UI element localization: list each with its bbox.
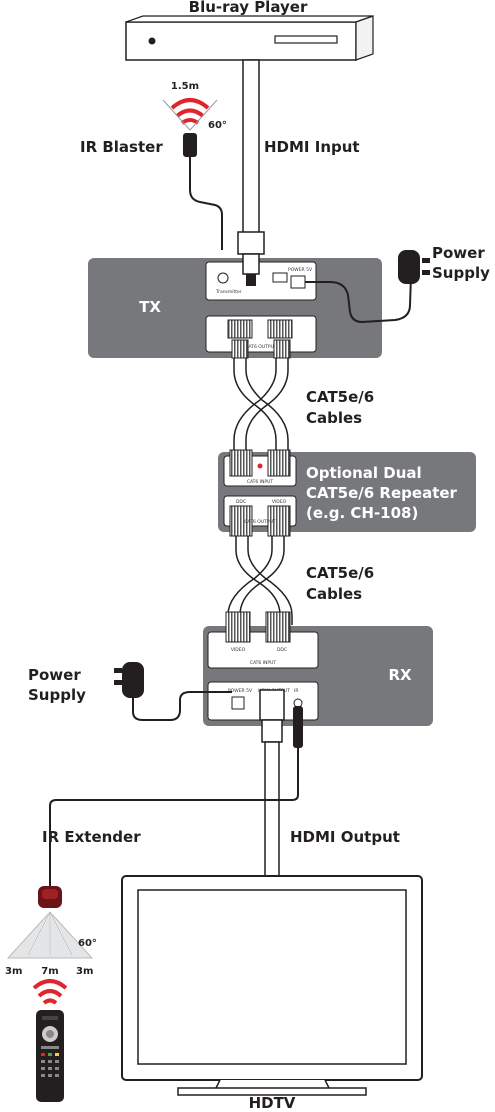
cat-plug [273, 339, 291, 359]
blaster-range-label: 1.5m [171, 81, 199, 92]
rx-power-text: POWER 5V [228, 688, 253, 694]
hdmi-output-label: HDMI Output [290, 828, 400, 846]
hdmi-input-cable [237, 59, 265, 255]
blaster-angle-label: 60° [208, 120, 227, 131]
ir-blaster [162, 98, 223, 250]
repeater-label-2: CAT5e/6 Repeater [306, 484, 458, 502]
rx-ir-text: IR [294, 688, 298, 694]
tx-power-text: POWER 5V [288, 267, 313, 273]
rx-power-supply [114, 662, 144, 698]
rx-video-text: VIDEO [231, 647, 246, 653]
ir-extender-range [6, 911, 94, 959]
repeater-input-panel: CAT6 INPUT [223, 449, 297, 487]
extender-center-label: 7m [41, 966, 58, 977]
ir-extender-plug [293, 706, 303, 748]
rx-ddc-text: DDC [277, 647, 287, 653]
remote-control-icon [36, 1010, 64, 1102]
ir-extender-eye [38, 886, 62, 908]
repeater-label-3: (e.g. CH-108) [306, 504, 418, 522]
rep-cat-output-text: CAT6 OUTPUT [244, 519, 276, 525]
tx-label: TX [139, 298, 161, 316]
ir-signal-icon [170, 98, 210, 125]
hdtv [121, 875, 423, 1096]
ir-signal-icon [32, 979, 68, 1005]
rx-top-panel: VIDEO DDC CAT6 INPUT [207, 611, 319, 669]
tx-power-supply [398, 250, 430, 284]
cat-plug [231, 339, 249, 359]
hdmi-port [246, 274, 256, 286]
tx-top-panel: Transmitter POWER 5V [205, 261, 317, 301]
tx-power-cable [305, 275, 412, 324]
ir-blaster-label: IR Blaster [80, 138, 163, 156]
ir-extender-label: IR Extender [42, 828, 141, 846]
bluray-label: Blu-ray Player [189, 0, 308, 16]
power-led-icon [148, 37, 156, 45]
rep-video-text: VIDEO [272, 499, 287, 505]
rx-label: RX [388, 666, 412, 684]
tv-stand [177, 1087, 367, 1096]
cat-lower-label-2: Cables [306, 585, 362, 603]
rx-power-label-2: Supply [28, 686, 86, 704]
rep-cat-input-text: CAT6 INPUT [247, 479, 274, 485]
ir-extender-cable [49, 706, 299, 888]
status-led-icon [257, 463, 263, 469]
cat-cables-lower [227, 536, 293, 625]
extender-right-label: 3m [76, 966, 93, 977]
hdmi-plug [242, 253, 260, 275]
cat-upper-label-1: CAT5e/6 [306, 388, 374, 406]
tx-transmitter-text: Transmitter [215, 289, 242, 295]
rx-cat-input-text: CAT6 INPUT [250, 660, 277, 666]
repeater-label-1: Optional Dual [306, 464, 422, 482]
bluray-player [125, 15, 374, 61]
extender-angle-label: 60° [78, 938, 97, 949]
hdtv-label: HDTV [249, 1094, 296, 1112]
tv-screen [137, 889, 407, 1065]
rx-power-label-1: Power [28, 666, 81, 684]
hdmi-input-label: HDMI Input [264, 138, 360, 156]
cat-lower-label-1: CAT5e/6 [306, 564, 374, 582]
cat-cables-upper [233, 355, 289, 452]
tx-power-label-2: Supply [432, 264, 490, 282]
disc-tray [274, 35, 338, 44]
cat-upper-label-2: Cables [306, 409, 362, 427]
hdmi-output-cable [259, 689, 285, 877]
tx-bottom-panel: CAT6 OUTPUT [205, 315, 317, 353]
extender-left-label: 3m [5, 966, 22, 977]
repeater-output-panel: DDC VIDEO CAT6 OUTPUT [223, 495, 297, 537]
tx-cat-output-text: CAT6 OUTPUT [245, 344, 277, 350]
rep-ddc-text: DDC [236, 499, 246, 505]
rx-power-cable [132, 691, 232, 721]
tx-power-label-1: Power [432, 244, 485, 262]
